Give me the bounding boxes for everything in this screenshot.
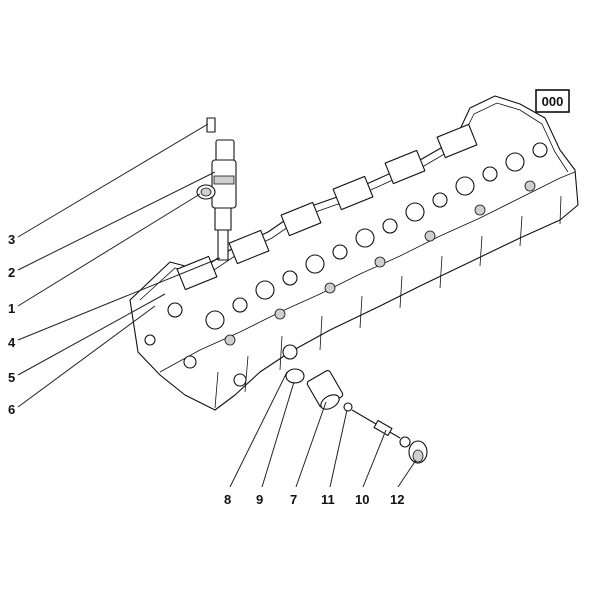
front-holes — [144, 302, 298, 387]
rod-10 — [351, 409, 411, 448]
callout-6: 6 — [8, 402, 15, 417]
callout-10: 10 — [355, 492, 369, 507]
cylinder-head — [129, 95, 579, 411]
lower-parts — [285, 368, 428, 464]
injector-assembly — [196, 117, 237, 261]
callout-3: 3 — [8, 232, 15, 247]
callout-12: 12 — [390, 492, 404, 507]
callout-7: 7 — [290, 492, 297, 507]
callout-8: 8 — [224, 492, 231, 507]
callout-9: 9 — [256, 492, 263, 507]
leader-lines — [17, 123, 417, 488]
callout-1: 1 — [8, 301, 15, 316]
callout-2: 2 — [8, 265, 15, 280]
plug-12 — [408, 440, 428, 464]
valve-clusters — [205, 142, 548, 346]
seal-ring-9 — [285, 368, 305, 384]
callout-11: 11 — [321, 492, 335, 507]
page-label-box: 000 — [535, 89, 570, 113]
cylinder-ports — [176, 123, 478, 291]
callout-4: 4 — [8, 335, 16, 350]
callouts: 3 2 1 4 5 6 8 9 7 11 10 12 — [8, 232, 404, 507]
washer-11 — [343, 402, 353, 412]
callout-5: 5 — [8, 370, 15, 385]
page-label: 000 — [542, 94, 564, 109]
sleeve-7 — [306, 370, 344, 410]
